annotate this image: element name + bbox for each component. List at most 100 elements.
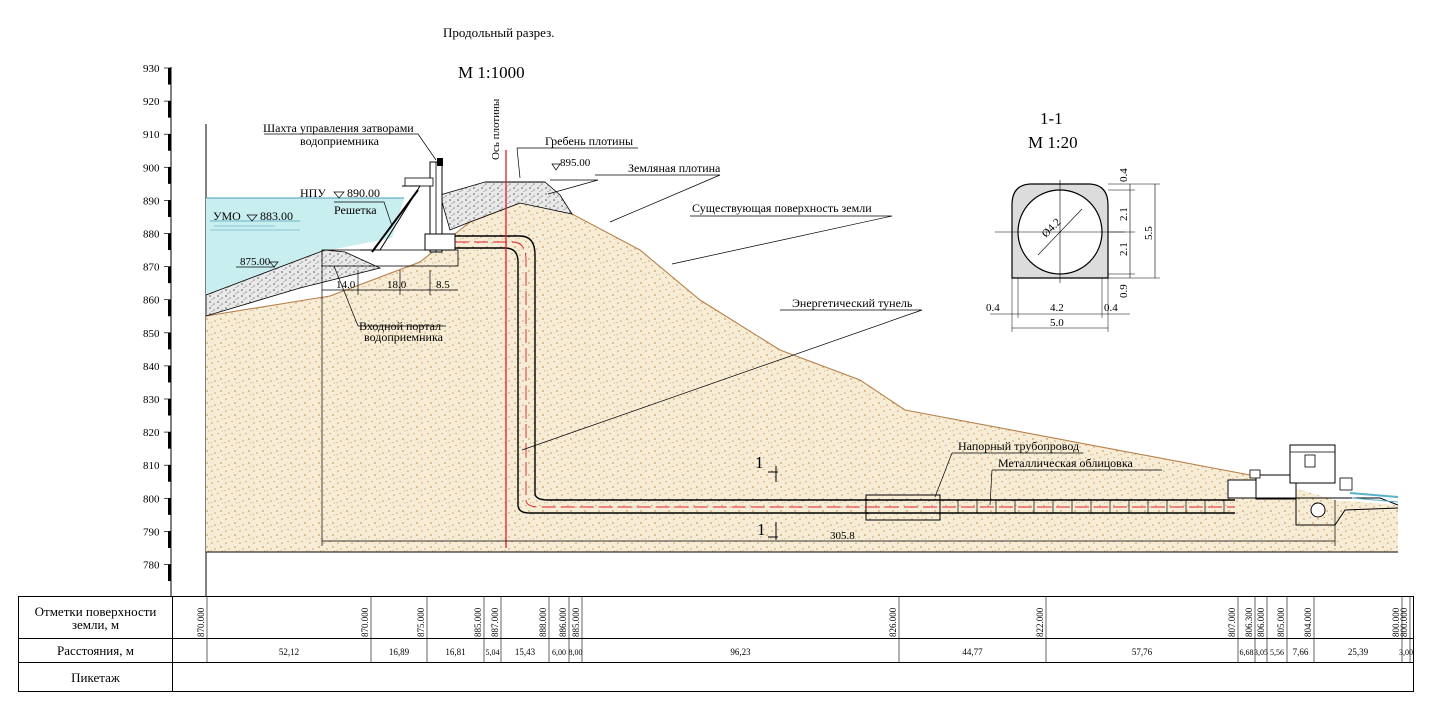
leader-lines: [264, 133, 1162, 506]
elevation-value: 885.000: [571, 607, 581, 637]
label-umo: УМО: [213, 209, 241, 223]
row-label-picket: Пикетаж: [19, 663, 173, 691]
elevation-value: 887.000: [490, 607, 500, 637]
section-dim-r2: 2.1: [1118, 207, 1130, 221]
intake-shaft: [360, 158, 456, 253]
label-lining: Металлическая облицовка: [998, 456, 1133, 470]
section-total-width: 5.0: [1050, 317, 1064, 329]
label-crest: Гребень плотины: [545, 134, 633, 148]
penstock-pipe: [865, 494, 1235, 521]
elevation-value: 870.000: [360, 607, 370, 637]
elevation-value: 806.000: [1256, 607, 1266, 637]
elevation-tick-label: 880: [143, 229, 160, 241]
soil-mass: [206, 200, 1398, 552]
label-ground: Существующая поверхность земли: [692, 201, 872, 215]
label-earth-dam: Земляная плотина: [628, 161, 721, 175]
power-house: [1227, 444, 1399, 546]
elevation-ruler: 9309209109008908808708608508408308208108…: [143, 63, 207, 596]
cut-mark-top: 1: [755, 453, 764, 472]
distance-value: 16,81: [445, 647, 465, 657]
elevation-value: 870.000: [196, 607, 206, 637]
intake-portal-outline: [321, 249, 459, 267]
elevation-value: 826.000: [888, 607, 898, 637]
elevation-value: 885.000: [473, 607, 483, 637]
label-npu-value: 890.00: [347, 186, 380, 200]
dam-axis-label: Ось плотины: [490, 98, 502, 160]
section-dim-b1: 0.4: [986, 302, 1000, 314]
cross-section-1-1: 1-1 М 1:20 Ø4.2 0.4 2.1 2.1 0.9 5.5 0.4 …: [986, 109, 1160, 332]
profile-table: Отметки поверхности земли, м Расстояния,…: [18, 596, 1414, 692]
table-values: 870.000 870.000 875.000 885.000 887.000 888.0…: [196, 597, 1413, 663]
distance-value: 6,00: [552, 648, 566, 657]
elevation-value: 822.000: [1035, 607, 1045, 637]
drawing-scale: М 1:1000: [458, 63, 525, 82]
elevation-value: 875.000: [416, 607, 426, 637]
row-label-distances: Расстояния, м: [19, 639, 173, 662]
drawing-title: Продольный разрез.: [443, 25, 555, 40]
section-dim-b2: 4.2: [1050, 302, 1064, 314]
distance-value: 3,05: [1254, 648, 1268, 657]
section-dim-b3: 0.4: [1104, 302, 1118, 314]
label-portal-line2: водоприемника: [364, 330, 444, 344]
label-shaft-line1: Шахта управления затворами: [263, 121, 414, 135]
label-umo-value: 883.00: [260, 209, 293, 223]
elevation-value: 800.000: [1391, 607, 1401, 637]
total-length-dim: 305.8: [830, 530, 855, 542]
dim-intake-1: 14.0: [336, 279, 356, 291]
elevation-value: 804.000: [1303, 607, 1313, 637]
distance-value: 52,12: [279, 647, 299, 657]
elevation-value: 807.000: [1227, 607, 1237, 637]
power-tunnel: [455, 235, 868, 514]
elevation-tick-label: 920: [143, 96, 160, 108]
dim-intake-2: 18.0: [387, 279, 407, 291]
distance-value: 16,89: [389, 647, 410, 657]
section-dim-r4: 0.9: [1118, 284, 1130, 298]
label-bottom-elevation: 875.00: [240, 256, 271, 268]
distance-value: 25,39: [1348, 647, 1369, 657]
section-total-height: 5.5: [1143, 226, 1155, 240]
elevation-value: 806.300: [1244, 607, 1254, 637]
table-row-elevations: Отметки поверхности земли, м: [19, 597, 1413, 639]
longitudinal-section-drawing: Продольный разрез. М 1:1000 930 920 910 900…: [143, 25, 1399, 596]
elevation-tick-label: 900: [143, 162, 160, 174]
table-row-picket: Пикетаж: [19, 663, 1413, 691]
distance-value: 15,43: [515, 647, 536, 657]
distance-value: 44,77: [962, 647, 983, 657]
section-title: 1-1: [1040, 109, 1063, 128]
dim-intake-3: 8.5: [436, 279, 450, 291]
distance-value: 3,00: [1399, 648, 1413, 657]
distance-value: 96,23: [730, 647, 751, 657]
elevation-tick-label: 890: [143, 195, 160, 207]
elevation-value: 800.000: [1399, 607, 1409, 637]
label-penstock: Напорный трубопровод: [958, 439, 1079, 453]
distance-value: 6,68: [1240, 648, 1254, 657]
elevation-tick-label: 780: [143, 560, 160, 572]
label-crest-elevation: 895.00: [560, 157, 591, 169]
elevation-tick-label: 910: [143, 129, 160, 141]
distance-value: 5,04: [486, 648, 500, 657]
elevation-tick-label: 810: [143, 460, 160, 472]
table-row-distances: Расстояния, м: [19, 639, 1413, 663]
elevation-tick-label: 800: [143, 493, 160, 505]
section-dim-r3: 2.1: [1118, 242, 1130, 256]
elevation-tick-label: 850: [143, 328, 160, 340]
label-shaft-line2: водоприемника: [300, 134, 380, 148]
elevation-tick-label: 790: [143, 526, 160, 538]
row-label-elevations: Отметки поверхности земли, м: [19, 597, 173, 638]
elevation-tick-label: 830: [143, 394, 160, 406]
elevation-tick-label: 870: [143, 262, 160, 274]
distance-value: 7,66: [1293, 647, 1309, 657]
cut-mark-bottom: 1: [757, 520, 766, 539]
reservoir-water: [206, 198, 404, 295]
elevation-value: 886.000: [558, 607, 568, 637]
label-tunnel: Энергетический тунель: [792, 296, 913, 310]
elevation-value: 805.000: [1276, 607, 1286, 637]
distance-value: 57,76: [1132, 647, 1153, 657]
elevation-tick-label: 930: [143, 63, 160, 75]
distance-value: 5,56: [1270, 648, 1284, 657]
elevation-value: 888.000: [538, 607, 548, 637]
elevation-tick-label: 860: [143, 295, 160, 307]
elevation-tick-label: 840: [143, 361, 160, 373]
label-grate: Решетка: [334, 203, 377, 217]
